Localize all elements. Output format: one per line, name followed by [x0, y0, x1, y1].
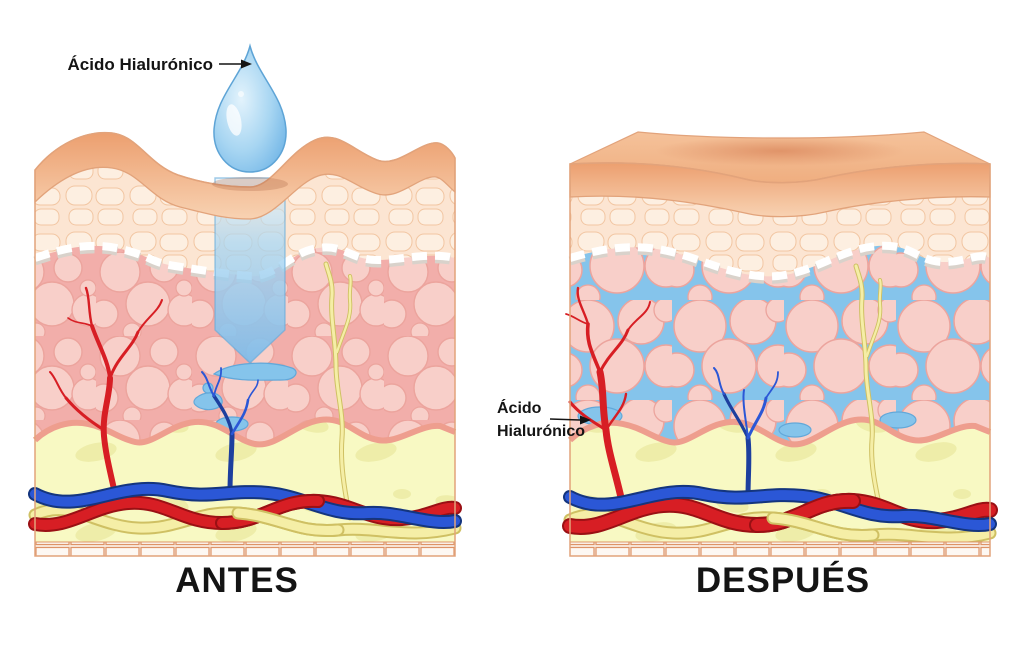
despues-epidermis-layer: [570, 196, 990, 284]
ha-label-arrow: [549, 415, 591, 425]
ha-label-line1: Ácido: [497, 398, 542, 417]
despues-fat-rim: [567, 416, 992, 448]
hyaluronic-acid-drop-icon: [212, 43, 288, 191]
despues-artery: [565, 286, 651, 506]
despues-vessel-weave: [562, 484, 998, 545]
antes-basal-strip: [34, 541, 456, 557]
antes-vessel-weave: [28, 481, 462, 540]
drop-label-arrow: [219, 59, 252, 69]
antes-block-outline: [34, 131, 456, 557]
despues-panel: Ácido Hialurónico DESPUÉS: [497, 131, 998, 600]
antes-nerve: [323, 261, 353, 521]
drop-label: Ácido Hialurónico: [68, 55, 213, 74]
antes-artery: [49, 286, 163, 511]
ha-label-line2: Hialurónico: [497, 423, 585, 440]
despues-block-outline: [569, 162, 991, 557]
despues-basal-membrane: [568, 241, 993, 284]
despues-dermis-layer: [570, 245, 990, 448]
antes-panel: Ácido Hialurónico ANTES: [28, 43, 462, 600]
despues-caption: DESPUÉS: [696, 560, 870, 600]
despues-basal-strip: [569, 541, 991, 557]
despues-top-dimple: [655, 136, 905, 166]
despues-nerve: [853, 263, 885, 521]
antes-caption: ANTES: [175, 561, 299, 600]
